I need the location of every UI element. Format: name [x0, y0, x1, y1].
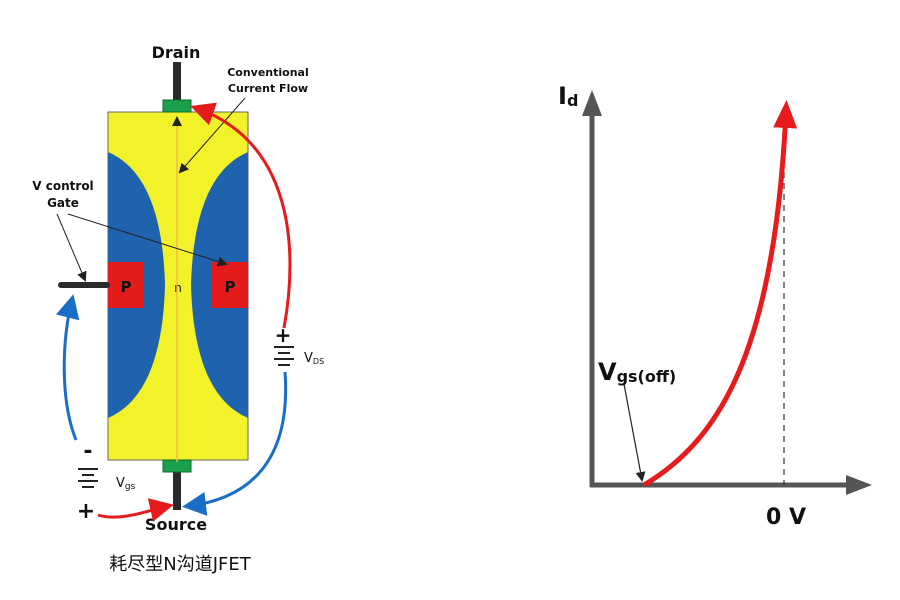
vds-plus: + — [275, 323, 292, 347]
gate-pointer-left — [56, 213, 87, 282]
x-tick-zero-label: 0 V — [766, 505, 806, 530]
gate-label-line1: V control — [32, 179, 93, 193]
current-flow-label-line1: Conventional — [227, 66, 309, 79]
p-region-right — [212, 262, 248, 308]
vgs-off-label-sub: gs(off) — [617, 367, 677, 386]
p-region-left — [108, 262, 144, 308]
p-region-left-label: P — [121, 278, 132, 296]
current-flow-pointer — [178, 97, 246, 174]
source-lead — [173, 468, 181, 510]
channel-label: n — [174, 281, 182, 295]
y-axis-label-sub: d — [567, 91, 578, 110]
vgs-battery-icon — [78, 468, 98, 488]
gate-pointer-right — [67, 213, 228, 267]
vds-label: VDS — [304, 351, 324, 366]
vds-current-arrow — [190, 102, 292, 329]
vgs-off-pointer — [623, 383, 646, 482]
drain-lead — [173, 62, 181, 104]
vgs-off-label: Vgs(off) — [598, 358, 676, 386]
vgs-gate-arrow — [55, 294, 80, 441]
vgs-minus: - — [83, 439, 92, 464]
current-flow-label-line2: Current Flow — [228, 82, 308, 95]
drain-current-curve — [642, 100, 798, 488]
gate-label-line2: Gate — [47, 196, 79, 210]
transfer-curve-graph — [582, 90, 872, 495]
source-label: Source — [145, 515, 207, 534]
gate-lead — [58, 282, 110, 288]
drain-label: Drain — [152, 43, 201, 62]
vds-return-arrow — [182, 371, 288, 516]
vds-label-sub: DS — [313, 357, 324, 366]
figure-caption: 耗尽型N沟道JFET — [109, 554, 251, 575]
vgs-label-sub: gs — [125, 482, 136, 492]
jfet-device: P P n — [58, 62, 249, 510]
vds-battery-icon — [274, 346, 294, 366]
vgs-label: Vgs — [116, 476, 136, 492]
vgs-plus: + — [77, 499, 95, 524]
y-axis-label: Id — [558, 82, 578, 110]
p-region-right-label: P — [225, 278, 236, 296]
vgs-source-arrow — [97, 498, 174, 522]
drain-contact — [162, 99, 192, 113]
